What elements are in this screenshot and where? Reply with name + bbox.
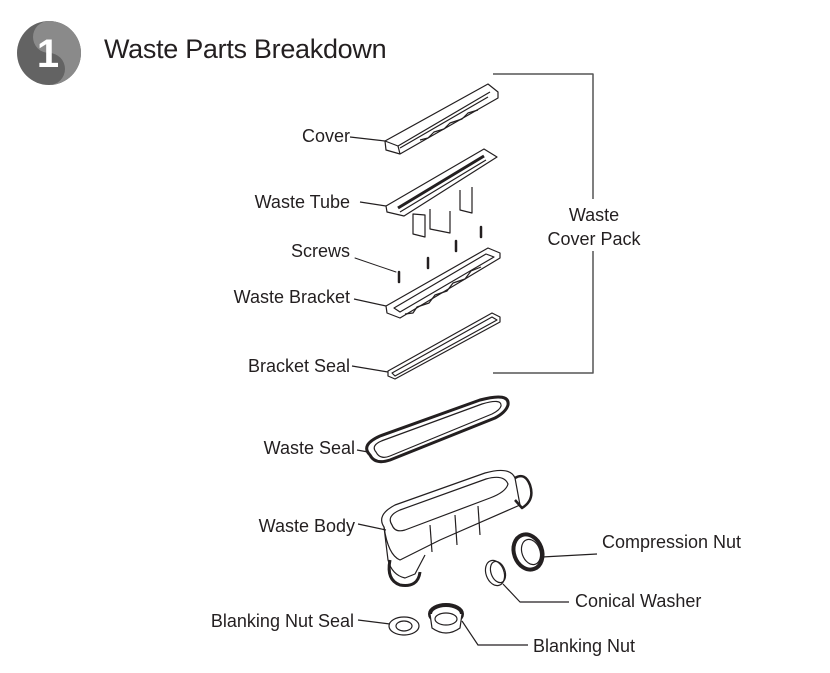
cover-part	[349, 83, 499, 155]
conical-washer-part	[484, 559, 569, 603]
page-title: Waste Parts Breakdown	[104, 34, 387, 64]
group-label-line2: Cover Pack	[547, 229, 641, 249]
compression-nut-part	[511, 532, 598, 572]
waste-seal-part	[356, 395, 510, 464]
waste-bracket-part	[353, 247, 501, 319]
label-screws: Screws	[290, 241, 350, 261]
label-blanking-nut-seal: Blanking Nut Seal	[210, 611, 354, 631]
waste-tube-part	[359, 148, 498, 238]
group-label-waste-cover-pack: Waste Cover Pack	[530, 203, 658, 251]
label-waste-body: Waste Body	[258, 516, 355, 536]
label-waste-seal: Waste Seal	[263, 438, 355, 458]
screws-part	[354, 225, 483, 284]
label-waste-tube: Waste Tube	[254, 192, 350, 212]
step-number: 1	[37, 32, 59, 76]
label-bracket-seal: Bracket Seal	[247, 356, 350, 376]
label-conical-washer: Conical Washer	[575, 591, 702, 611]
bracket-seal-part	[351, 312, 501, 380]
group-label-line1: Waste	[568, 205, 620, 225]
label-compression-nut: Compression Nut	[602, 532, 742, 552]
blanking-nut-part	[428, 603, 528, 646]
step-number-badge: 1	[17, 21, 81, 85]
blanking-nut-seal-part	[357, 616, 420, 636]
label-cover: Cover	[301, 126, 350, 146]
label-blanking-nut: Blanking Nut	[533, 636, 636, 656]
waste-body-part	[357, 469, 533, 587]
label-waste-bracket: Waste Bracket	[233, 287, 350, 307]
group-bracket	[493, 73, 594, 374]
